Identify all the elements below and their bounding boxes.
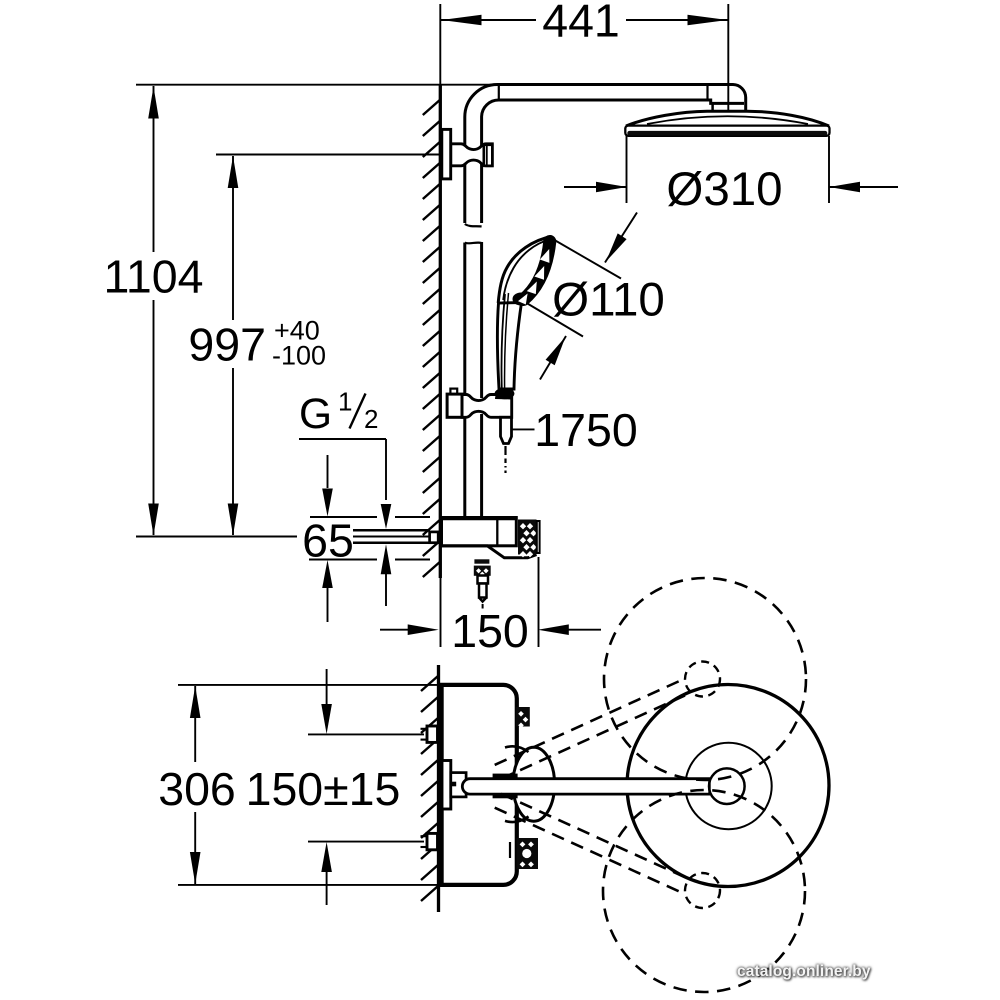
svg-text:Ø110: Ø110 — [552, 274, 665, 327]
svg-text:150±15: 150±15 — [246, 763, 401, 815]
svg-text:441: 441 — [542, 0, 620, 47]
svg-text:2: 2 — [364, 404, 378, 434]
svg-text:1750: 1750 — [534, 404, 637, 456]
svg-text:65: 65 — [302, 515, 354, 567]
svg-text:997: 997 — [188, 319, 266, 371]
svg-text:Ø310: Ø310 — [666, 163, 782, 216]
svg-text:1: 1 — [338, 387, 352, 417]
svg-text:150: 150 — [451, 605, 529, 657]
svg-text:G: G — [299, 391, 332, 438]
svg-text:306: 306 — [158, 763, 236, 815]
svg-text:1104: 1104 — [104, 251, 204, 303]
svg-text:+40: +40 — [274, 316, 320, 346]
svg-text:-100: -100 — [272, 341, 326, 371]
